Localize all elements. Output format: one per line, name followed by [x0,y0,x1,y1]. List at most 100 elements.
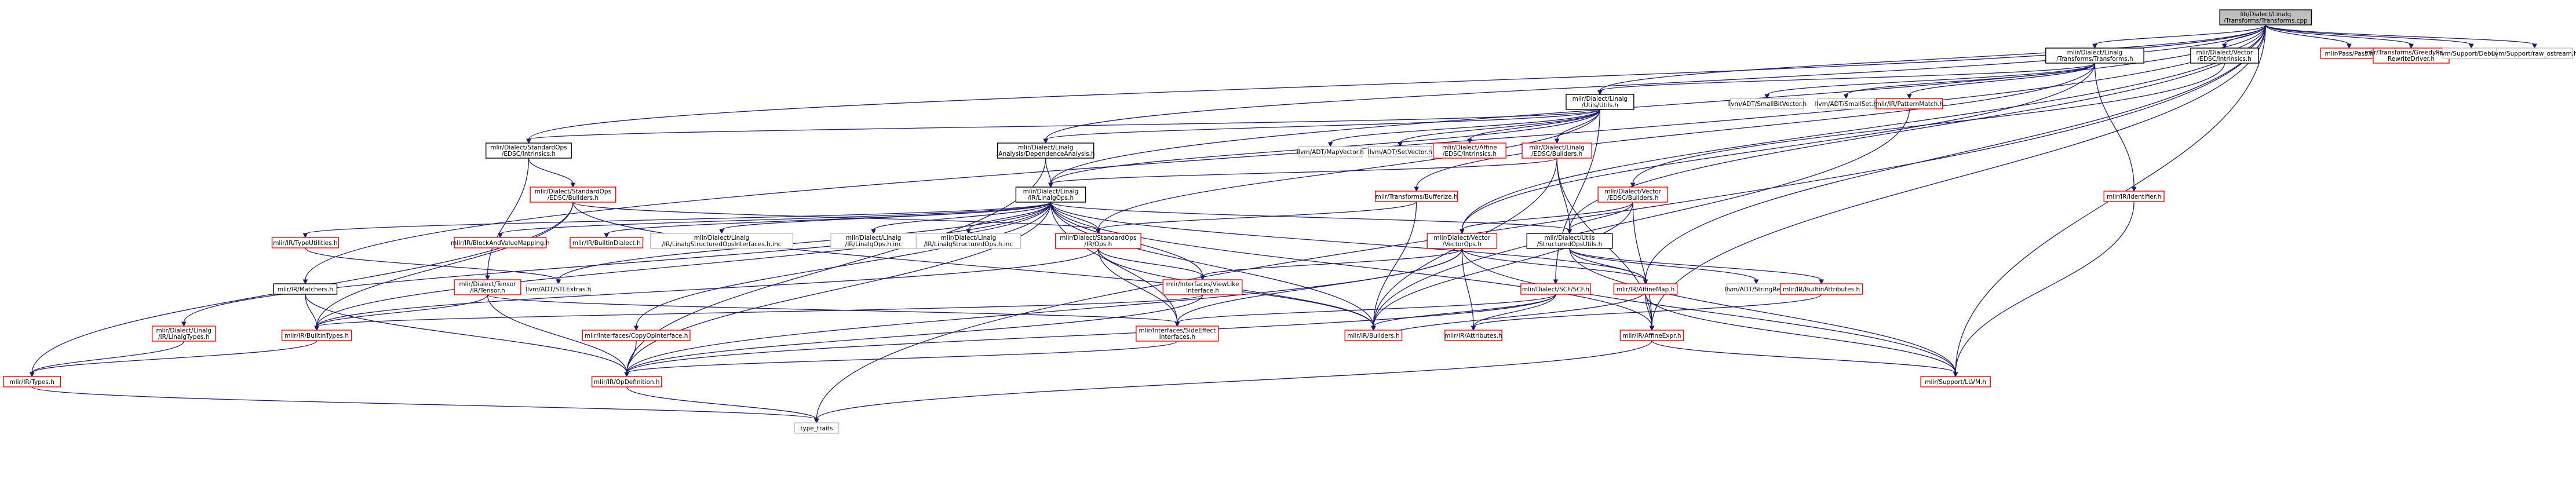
edge-n_linalg_builders-to-n_structuredopsutils [1556,158,1570,231]
arrowhead-n_structuredopsutils-to-n_stringref [1753,279,1759,285]
node-box [1817,98,1876,109]
edge-n_linalgops-to-n_structured_ifaces_inc [721,202,1052,231]
node-supportllvm[interactable]: mlir/Support/LLVM.h [1920,376,1991,387]
node-blockandvalue[interactable]: mlir/IR/BlockAndValueMapping.h [451,237,550,248]
edge-n_vector_builders-to-n_structuredopsutils [1569,202,1633,231]
node-linalgops[interactable]: mlir/Dialect/Linalg/IR/LinalgOps.h [1015,187,1086,203]
node-label-line: Interface.h [1186,287,1219,294]
node-box [454,237,547,248]
node-vector-intrinsics[interactable]: mlir/Dialect/Vector/EDSC/Intrinsics.h [2190,47,2259,64]
node-tensor[interactable]: mlir/Dialect/Tensor/IR/Tensor.h [454,279,521,295]
arrowhead-n_linalgops-to-n_structured_ifaces_inc [719,229,724,235]
edge-root-to-n_affineexpr [1651,24,2266,327]
node-label-line: llvm/Support/Debug.h [2438,50,2505,57]
node-label-line: mlir/IR/BuiltinAttributes.h [1783,286,1860,293]
node-label-line: /EDSC/Intrinsics.h [502,151,556,158]
node-types[interactable]: mlir/IR/Types.h [3,376,61,387]
node-label-line: /EDSC/Builders.h [548,195,599,202]
node-box [1613,283,1678,295]
edge-n_tensor-to-n_sideeffect [487,294,1178,323]
node-label-line: mlir/Dialect/Linalg [941,235,997,242]
node-label-line: mlir/Dialect/Vector [2196,49,2253,56]
node-structuredopsutils[interactable]: mlir/Dialect/Utils/StructuredOpsUtils.h [1526,233,1613,249]
node-box [997,142,1094,159]
node-label-line: mlir/Dialect/Vector [1604,188,1661,195]
arrowhead-n_typeutilities-to-n_stlextras [556,279,561,285]
node-label-line: mlir/IR/AffineExpr.h [1622,332,1681,339]
edge-n_affineexpr-to-n_supportllvm [1651,340,1956,374]
node-vectorops[interactable]: mlir/Dialect/Vector/VectorOps.h [1426,233,1498,249]
node-copyop[interactable]: mlir/Interfaces/CopyOpInterface.h [582,330,691,341]
arrowhead-root-to-n_greedy [2409,43,2414,49]
edge-n_linalgops-to-n_linalgops_inc [873,202,1052,231]
arrowhead-n_vector_intrinsics-to-n_vector_builders [1630,182,1636,188]
node-std-intrinsics[interactable]: mlir/Dialect/StandardOps/EDSC/Intrinsics… [486,142,572,159]
node-attributes[interactable]: mlir/IR/Attributes.h [1444,330,1502,341]
edge-n_linalg_transforms-to-n_smallset [1845,63,2096,96]
arrowhead-n_linalg_utils-to-n_setvector [1397,142,1403,148]
node-label-line: llvm/ADT/StringRef.h [1725,286,1788,293]
arrowhead-root-to-n_raw_ostream [2532,43,2537,49]
node-structured-ifaces-inc: mlir/Dialect/Linalg/IR/LinalgStructuredO… [650,233,794,249]
node-builtinattributes[interactable]: mlir/IR/BuiltinAttributes.h [1779,283,1863,295]
arrowhead-n_builtintypes-to-n_types [29,372,35,378]
node-opdefinition[interactable]: mlir/IR/OpDefinition.h [591,376,662,387]
node-label-line: mlir/Dialect/Linalg [694,235,750,242]
arrowhead-n_linalg_utils-to-n_affine_intrinsics [1467,138,1472,144]
node-label-line: mlir/IR/Types.h [9,379,54,386]
node-affine-intrinsics[interactable]: mlir/Dialect/Affine/EDSC/Intrinsics.h [1432,142,1506,159]
node-stdops[interactable]: mlir/Dialect/StandardOps/IR/Ops.h [1055,233,1141,249]
edge-root-to-n_std_intrinsics [528,24,2266,140]
edge-n_linalg_utils-to-n_mapvector [1330,109,1601,144]
node-std-builders[interactable]: mlir/Dialect/StandardOps/EDSC/Builders.h [530,187,616,203]
node-type-traits: type_traits [794,422,840,434]
node-builtintypes[interactable]: mlir/IR/BuiltinTypes.h [281,330,352,341]
node-box [1779,283,1863,295]
node-typeutilities[interactable]: mlir/IR/TypeUtilities.h [271,237,339,248]
node-label-line: mlir/Dialect/Tensor [459,281,516,288]
node-patternmatch[interactable]: mlir/IR/PatternMatch.h [1876,98,1944,109]
node-pass[interactable]: mlir/Pass/Pass.h [2320,47,2378,59]
node-linalg-utils[interactable]: mlir/Dialect/Linalg/Utils/Utils.h [1566,94,1634,110]
node-linalg-transforms[interactable]: mlir/Dialect/Linalg/Transforms/Transform… [2045,47,2144,64]
arrowhead-n_linalg_utils-to-n_scf [1553,279,1559,285]
arrowhead-root-to-n_debug [2468,43,2474,49]
node-scf[interactable]: mlir/Dialect/SCF/SCF.h [1520,283,1591,295]
node-label-line: llvm/ADT/SetVector.h [1368,149,1432,156]
node-box [2373,47,2450,64]
node-stlextras: llvm/ADT/STLExtras.h [526,283,591,295]
edge-n_std_builders-to-n_builtintypes [316,202,574,327]
edge-n_builtinattributes-to-n_attributes [1473,294,1822,327]
node-label-line: mlir/IR/Identifier.h [2107,193,2161,200]
node-vector-builders[interactable]: mlir/Dialect/Vector/EDSC/Builders.h [1597,187,1668,203]
node-irbuilders[interactable]: mlir/IR/Builders.h [1344,330,1403,341]
node-box [486,142,572,159]
node-affinemap[interactable]: mlir/IR/AffineMap.h [1613,283,1678,295]
node-smallset: llvm/ADT/SmallSet.h [1815,98,1877,109]
node-linalg-builders[interactable]: mlir/Dialect/Linalg/EDSC/Builders.h [1521,142,1592,159]
arrowhead-n_sideeffect-to-n_opdefinition [624,372,630,378]
node-affineexpr[interactable]: mlir/IR/AffineExpr.h [1619,330,1684,341]
node-box [2496,47,2573,59]
node-bufferize[interactable]: mlir/Transforms/Bufferize.h [1375,191,1458,202]
node-linalgtypes[interactable]: mlir/Dialect/Linalg/IR/LinalgTypes.h [151,326,216,342]
edge-n_linalgops-to-n_opdefinition [626,202,1052,374]
edge-n_linalgops-to-n_linalgtypes [183,202,1052,323]
node-box [591,376,662,387]
node-label-line: /IR/Tensor.h [470,287,505,294]
arrowhead-n_linalgops-to-n_blockandvalue [498,233,503,239]
node-builtindialect[interactable]: mlir/IR/BuiltinDialect.h [570,237,644,248]
node-box [1055,233,1141,249]
node-label-line: mlir/IR/BlockAndValueMapping.h [451,240,550,247]
node-greedy[interactable]: mlir/Transforms/GreedyPatternRewriteDriv… [2365,47,2458,64]
node-matchers[interactable]: mlir/IR/Matchers.h [273,283,338,295]
node-identifier[interactable]: mlir/IR/Identifier.h [2103,191,2165,202]
edge-n_linalgops-to-n_stlextras [558,202,1052,281]
node-dependence[interactable]: mlir/Dialect/Linalg/Analysis/DependenceA… [997,142,1095,159]
node-box [1344,330,1403,341]
edge-n_linalg_utils-to-n_dependence [1045,109,1601,140]
edge-n_structuredopsutils-to-n_builtinattributes [1569,248,1822,281]
node-label-line: llvm/ADT/STLExtras.h [526,286,591,293]
